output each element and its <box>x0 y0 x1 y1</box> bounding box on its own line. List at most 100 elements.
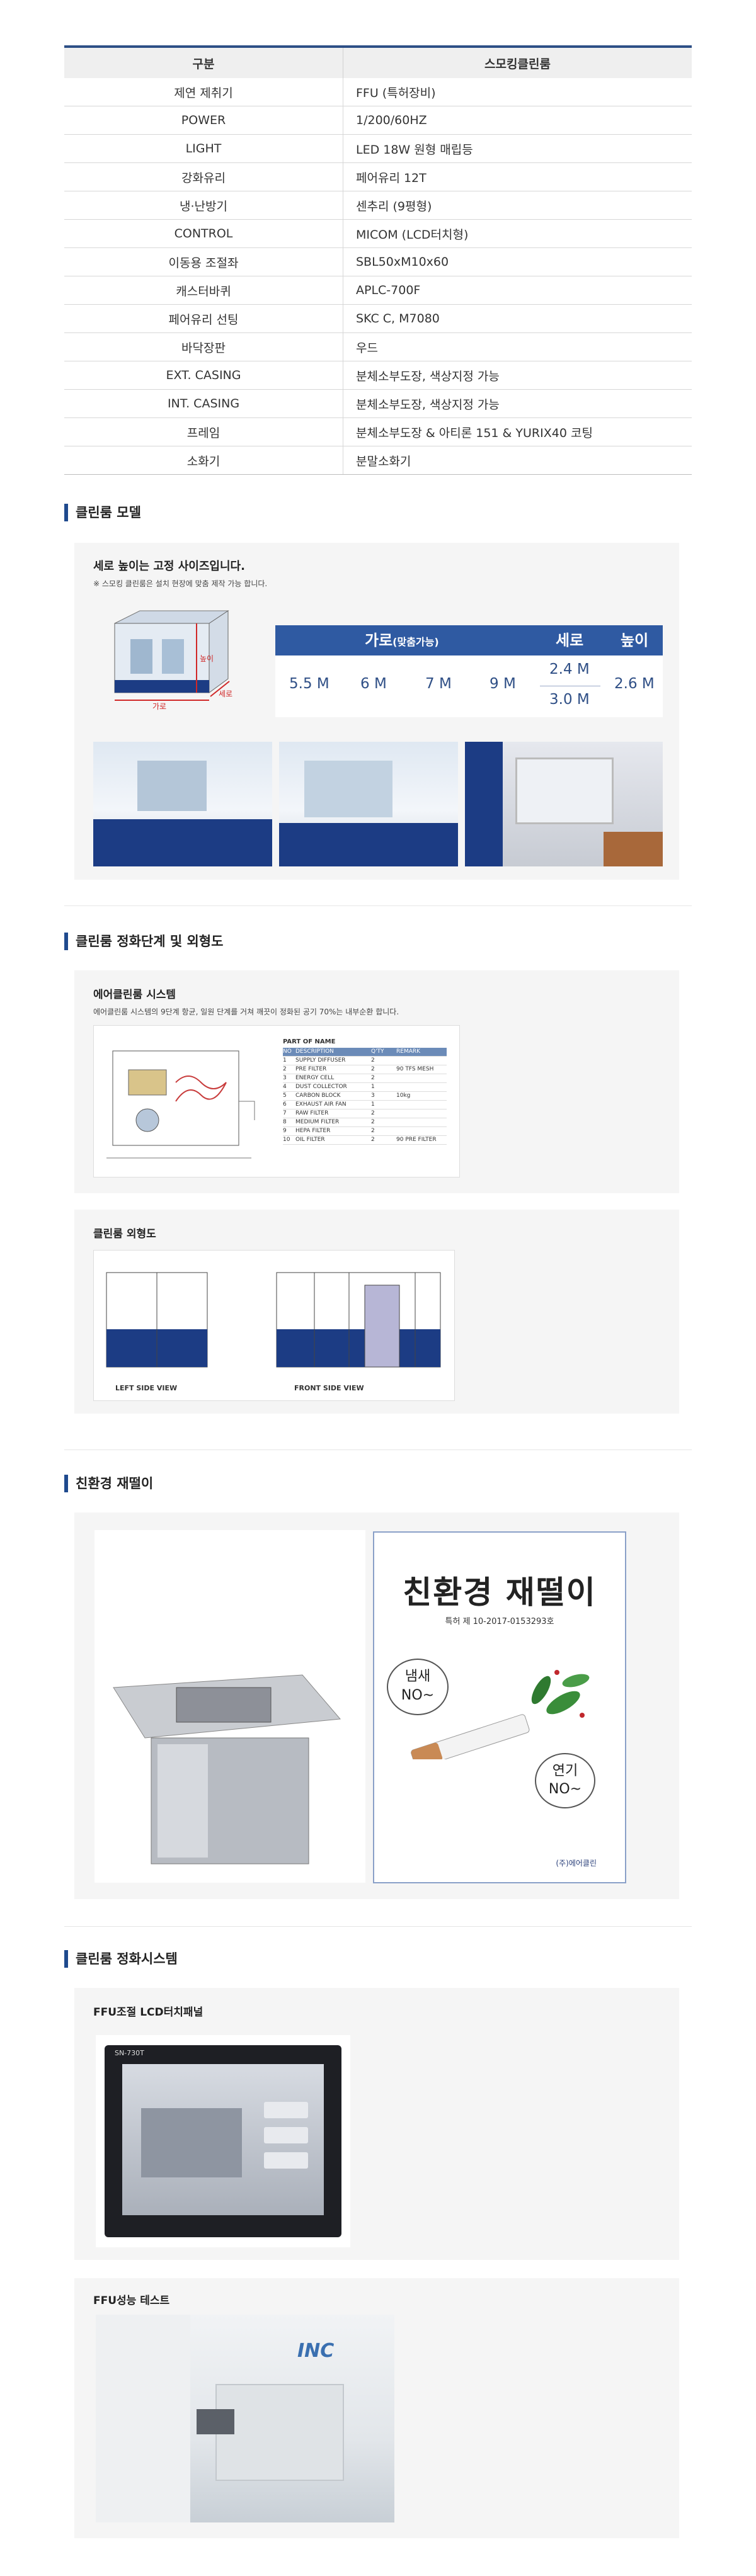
spec-value: 분체소부도장 & 아티론 151 & YURIX40 코팅 <box>343 417 692 446</box>
parts-cell: 2 <box>371 1075 375 1081</box>
booth-photo-2 <box>279 742 458 866</box>
spec-table-header: 구분 스모킹클린룸 <box>64 45 692 78</box>
parts-cell: 5 <box>283 1092 287 1099</box>
parts-cell: 7 <box>283 1110 287 1116</box>
parts-cell: REMARK <box>396 1048 421 1055</box>
spec-value: APLC-700F <box>343 276 692 305</box>
smell-no-bubble: 냄새 NO~ <box>387 1659 449 1715</box>
monitor-bezel: SN-730T <box>105 2045 341 2237</box>
size-width-value: 5.5 M <box>289 676 329 692</box>
size-width-value: 9 M <box>490 676 516 692</box>
exterior-heading: 클린룸 외형도 <box>93 1228 156 1240</box>
parts-cell: OIL FILTER <box>295 1137 325 1143</box>
spec-label: CONTROL <box>64 219 343 248</box>
parts-cell: 3 <box>283 1075 287 1081</box>
spec-value: 우드 <box>343 332 692 361</box>
spec-label: 냉·난방기 <box>64 191 343 220</box>
parts-cell: 2 <box>371 1066 375 1072</box>
ashtray-photo <box>94 1530 365 1883</box>
exterior-elevation <box>106 1272 441 1368</box>
smoke-no-bubble: 연기 NO~ <box>535 1753 595 1808</box>
spec-label: EXT. CASING <box>64 361 343 390</box>
parts-cell: 3 <box>371 1092 375 1099</box>
parts-cell: 10 <box>283 1137 290 1143</box>
lcd-touch-monitor-photo: SN-730T <box>96 2035 350 2247</box>
parts-cell <box>396 1057 447 1065</box>
parts-cell <box>396 1109 447 1118</box>
parts-cell: EXHAUST AIR FAN <box>295 1101 346 1108</box>
air-flow-schematic <box>106 1050 255 1159</box>
parts-cell: DESCRIPTION <box>295 1048 334 1055</box>
parts-cell: 2 <box>371 1119 375 1125</box>
parts-cell: 90 PRE FILTER <box>396 1137 437 1143</box>
parts-row: 7 RAW FILTER 2 <box>283 1109 447 1118</box>
size-depth-header: 세로 <box>556 632 584 649</box>
spec-label: 프레임 <box>64 417 343 446</box>
test-logo: INC <box>297 2340 335 2362</box>
booth-photo-3 <box>465 742 663 866</box>
size-depth-value: 3.0 M <box>549 691 590 708</box>
parts-cell: 4 <box>283 1084 287 1090</box>
exterior-drawing: LEFT SIDE VIEW FRONT SIDE VIEW <box>93 1250 455 1401</box>
booth-photo-1 <box>93 742 272 866</box>
spec-label: 바닥장판 <box>64 332 343 361</box>
parts-cell <box>396 1118 447 1126</box>
parts-cell: 2 <box>371 1057 375 1064</box>
dim-label-width: 가로 <box>152 702 166 711</box>
parts-cell <box>396 1083 447 1091</box>
bubble-text: NO~ <box>548 1781 582 1797</box>
spec-value: SKC C, M7080 <box>343 304 692 333</box>
ffu-test-photo: INC <box>96 2315 394 2522</box>
cigarette-leaf-illustration <box>411 1670 590 1759</box>
parts-cell: Q'TY <box>371 1048 384 1055</box>
spec-label: 소화기 <box>64 446 343 475</box>
poster-patent: 특허 제 10-2017-0153293호 <box>445 1617 554 1626</box>
booth-dimension-drawing: 높이 가로 세로 <box>102 604 260 712</box>
size-table-header: 가로(맞춤가능) 세로 높이 <box>275 625 663 655</box>
spec-label: LIGHT <box>64 134 343 163</box>
parts-cell: RAW FILTER <box>295 1110 329 1116</box>
parts-cell: 1 <box>371 1084 375 1090</box>
parts-cell: DUST COLLECTOR <box>295 1084 347 1090</box>
air-system-heading: 에어클린룸 시스템 <box>93 989 176 1001</box>
spec-value: 페어유리 12T <box>343 162 692 191</box>
parts-cell <box>396 1074 447 1082</box>
parts-cell: 2 <box>371 1128 375 1134</box>
size-width-header: 가로(맞춤가능) <box>365 625 439 657</box>
size-width-value: 7 M <box>425 676 452 692</box>
spec-value: 분체소부도장, 색상지정 가능 <box>343 389 692 418</box>
parts-row: 4 DUST COLLECTOR 1 <box>283 1083 447 1092</box>
parts-cell: 9 <box>283 1128 287 1134</box>
spec-label: 캐스터바퀴 <box>64 276 343 305</box>
bubble-text: 연기 <box>552 1763 578 1779</box>
size-width-value: 6 M <box>360 676 387 692</box>
bubble-text: 냄새 <box>404 1669 431 1684</box>
spec-value: MICOM (LCD터치형) <box>343 219 692 248</box>
parts-cell: ENERGY CELL <box>295 1075 335 1081</box>
ashtray-illustration <box>113 1674 341 1864</box>
test-heading: FFU성능 테스트 <box>93 2295 170 2307</box>
parts-cell: 2 <box>371 1110 375 1116</box>
section-title-purify: 클린룸 정화시스템 <box>64 1948 178 1970</box>
parts-cell: SUPPLY DIFFUSER <box>295 1057 346 1064</box>
parts-title: PART OF NAME <box>283 1038 336 1045</box>
